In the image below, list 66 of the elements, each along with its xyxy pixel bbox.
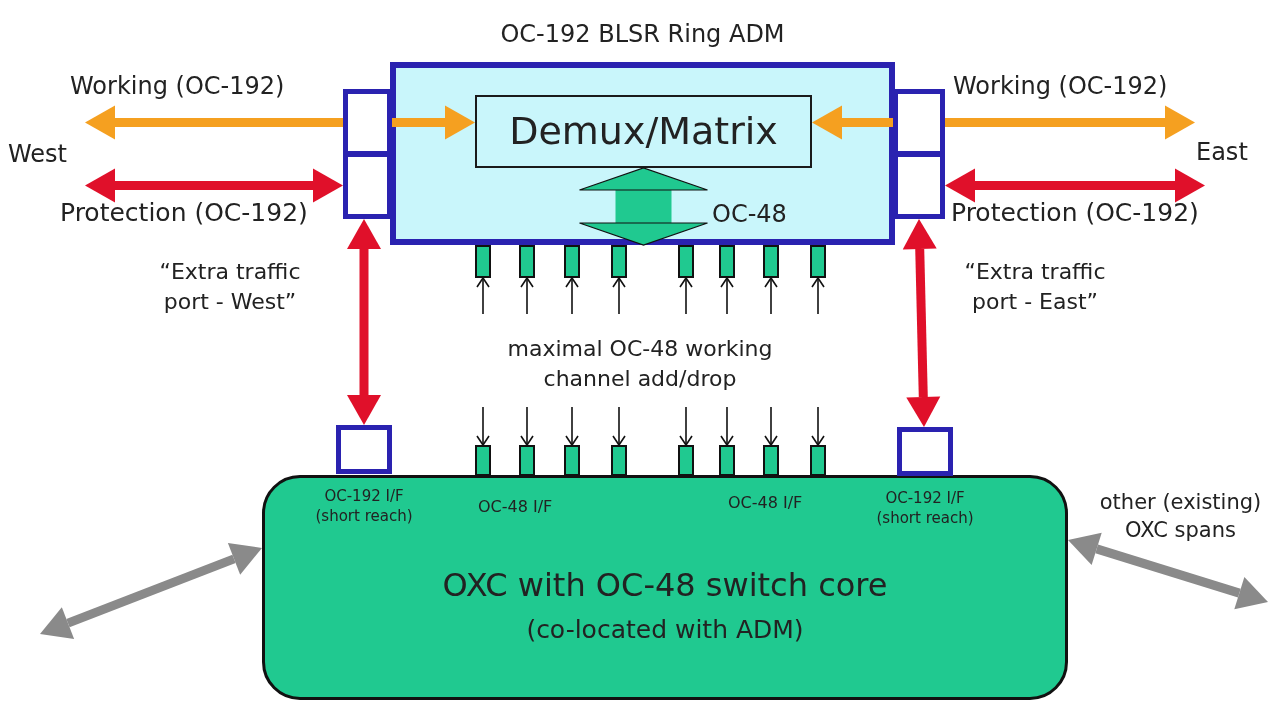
edge-label: “Extra traffic port - West” (158, 258, 302, 316)
port-box (678, 445, 694, 476)
arrow (476, 406, 490, 446)
port-box (810, 245, 826, 278)
arrow (565, 406, 579, 446)
edge-label: Protection (OC-192) (951, 197, 1200, 229)
edge-label: “Extra traffic port - East” (963, 258, 1107, 316)
port-caption: OC-48 I/F (478, 496, 554, 518)
arrow (85, 105, 343, 140)
arrow (720, 277, 734, 315)
arrow (565, 277, 579, 315)
arrow (811, 277, 825, 315)
arrow (392, 105, 475, 140)
port-caption: OC-48 I/F (728, 492, 804, 514)
arrow (720, 406, 734, 446)
port-box (897, 427, 953, 476)
port-box (810, 445, 826, 476)
port-box (336, 425, 392, 474)
port-box (475, 245, 491, 278)
double-arrow (1068, 532, 1268, 610)
side-label: East (1196, 137, 1249, 168)
port-caption: OC-192 I/F (short reach) (314, 486, 414, 527)
double-arrow (347, 219, 381, 425)
arrow (764, 406, 778, 446)
box-subtitle: (co-located with ADM) (525, 615, 805, 645)
side-label: West (8, 139, 68, 170)
box-label: Demux/Matrix (508, 109, 779, 155)
double-arrow (945, 168, 1205, 203)
port-box (564, 445, 580, 476)
arrow (679, 406, 693, 446)
arrow (679, 277, 693, 315)
port-box (564, 245, 580, 278)
oxc-box (262, 475, 1068, 700)
double-arrow (85, 168, 343, 203)
double-arrow (902, 219, 941, 427)
box-label: OXC with OC-48 switch core (441, 566, 889, 605)
arrow (476, 277, 490, 315)
arrow (811, 406, 825, 446)
port-box (611, 445, 627, 476)
port-box (719, 445, 735, 476)
edge-label: Protection (OC-192) (60, 197, 309, 229)
port-caption: OC-192 I/F (short reach) (875, 488, 975, 529)
arrow (764, 277, 778, 315)
edge-label: Working (OC-192) (70, 71, 286, 102)
port-box (763, 445, 779, 476)
edge-label: OC-48 (712, 199, 788, 230)
arrow (520, 406, 534, 446)
edge-label: other (existing) OXC spans (1098, 489, 1263, 545)
edge-label: Working (OC-192) (953, 71, 1169, 102)
arrow (945, 105, 1195, 140)
matrix-box (475, 95, 812, 168)
port-box (611, 245, 627, 278)
port-box (719, 245, 735, 278)
arrow (612, 406, 626, 446)
double-arrow (40, 543, 262, 639)
arrow (812, 105, 893, 140)
port-box (519, 445, 535, 476)
port-box (678, 245, 694, 278)
annotation: maximal OC-48 working channel add/drop (506, 335, 774, 393)
arrow (612, 277, 626, 315)
port-box (519, 245, 535, 278)
box-heading: OC-192 BLSR Ring ADM (499, 20, 786, 49)
double-arrow (578, 167, 709, 246)
arrow (520, 277, 534, 315)
port-box (475, 445, 491, 476)
port-box (763, 245, 779, 278)
